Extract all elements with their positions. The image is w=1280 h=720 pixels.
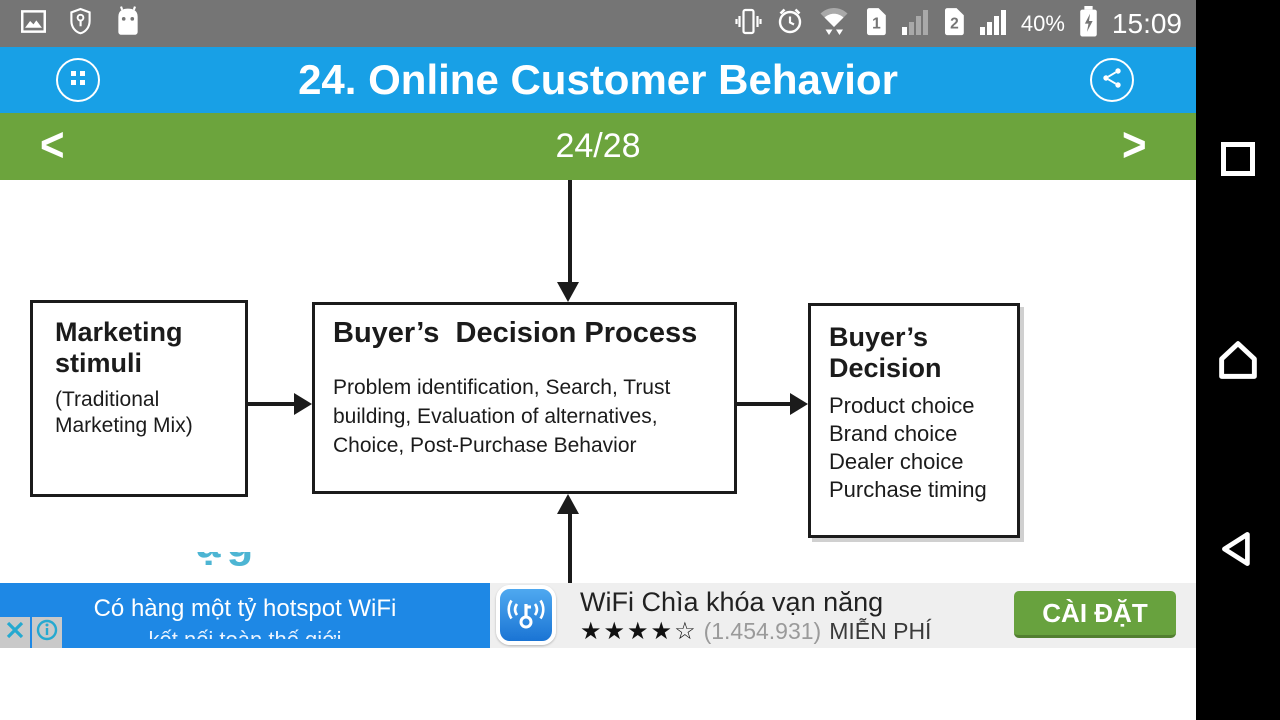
box-title: Buyer’s Decision Process (333, 317, 698, 349)
sim1-number: 1 (872, 15, 881, 32)
arrow-top-head (557, 282, 579, 302)
home-icon (1214, 336, 1262, 389)
decision-item: Brand choice (829, 421, 958, 447)
box-title: Buyer’s Decision (829, 322, 942, 384)
arrow-left-line (247, 402, 299, 406)
rating-stars-filled: ★★★★ (580, 618, 675, 645)
battery-charging-icon (1079, 5, 1098, 42)
signal2-strong-icon (979, 8, 1007, 40)
covered-text-fragment: ạg (196, 552, 266, 583)
decision-item: Purchase timing (829, 476, 987, 502)
price-label: MIỄN PHÍ (829, 618, 932, 644)
install-button[interactable]: CÀI ĐẶT (1014, 591, 1176, 638)
decision-items-list: Product choice Brand choice Dealer choic… (829, 392, 1017, 504)
diagram-box-marketing-stimuli: Marketing stimuli (Traditional Marketing… (30, 300, 248, 497)
share-icon (1100, 66, 1124, 95)
gallery-notification-icon (20, 8, 47, 40)
arrow-left-head (294, 393, 312, 415)
slide-content: Marketing stimuli (Traditional Marketing… (0, 180, 1196, 583)
ad-rating-row: ★★★★☆ (1.454.931) MIỄN PHÍ (580, 617, 931, 646)
grid-menu-icon (69, 69, 87, 92)
prev-slide-button[interactable]: < (40, 117, 65, 172)
signal1-weak-icon (901, 8, 929, 40)
box-body: Problem identification, Search, Trust bu… (333, 376, 671, 458)
arrow-top-line (568, 180, 572, 284)
wifi-key-icon (507, 599, 545, 629)
home-button[interactable] (1196, 336, 1280, 389)
ad-headline-line2-clipped: kết nối toàn thế giới (0, 627, 490, 639)
arrow-bottom-head (557, 494, 579, 514)
diagram-box-buyers-decision: Buyer’s Decision Product choice Brand ch… (808, 303, 1020, 538)
info-icon (36, 619, 58, 646)
title-bar: 24. Online Customer Behavior (0, 47, 1196, 113)
ad-app-name[interactable]: WiFi Chìa khóa vạn năng (580, 587, 884, 617)
diagram-box-decision-process: Buyer’s Decision Process Problem identif… (312, 302, 737, 494)
arrow-right-line (737, 402, 792, 406)
arrow-right-head (790, 393, 808, 415)
android-navigation-bar (1196, 0, 1280, 720)
box-subtitle: (Traditional Marketing Mix) (55, 388, 193, 438)
close-icon (5, 620, 25, 645)
ad-banner: Có hàng một tỷ hotspot WiFi kết nối toàn… (0, 583, 1196, 648)
arrow-bottom-line (568, 512, 572, 583)
box-title: Marketing stimuli (55, 317, 191, 379)
bottom-whitespace (0, 648, 1196, 720)
decision-item: Dealer choice (829, 448, 964, 474)
rating-star-empty: ☆ (674, 618, 696, 645)
status-bar: 1 2 40% 15:09 (0, 0, 1196, 47)
battery-percent: 40% (1020, 10, 1065, 36)
alarm-icon (776, 7, 804, 40)
ad-info-button[interactable] (32, 617, 62, 648)
next-slide-button[interactable]: > (1122, 117, 1147, 172)
sim2-icon: 2 (943, 6, 966, 42)
menu-button[interactable] (56, 58, 100, 102)
wifi-master-key-app-icon[interactable] (496, 585, 556, 645)
sim1-icon: 1 (865, 6, 888, 42)
ad-app-panel: WiFi Chìa khóa vạn năng ★★★★☆ (1.454.931… (490, 583, 1196, 648)
vibrate-icon (735, 7, 762, 41)
recents-button[interactable] (1196, 142, 1280, 176)
decision-item: Product choice (829, 393, 975, 419)
ad-close-button[interactable] (0, 617, 30, 648)
sim2-number: 2 (950, 15, 959, 32)
slide-position: 24/28 (555, 127, 641, 165)
clock-time: 15:09 (1111, 7, 1182, 39)
page-title: 24. Online Customer Behavior (298, 56, 898, 103)
ad-banner-blue-panel[interactable]: Có hàng một tỷ hotspot WiFi kết nối toàn… (0, 583, 490, 648)
android-marshmallow-icon (114, 6, 142, 41)
share-button[interactable] (1090, 58, 1134, 102)
back-button[interactable] (1196, 526, 1280, 577)
recents-square-icon (1221, 142, 1255, 176)
ad-headline: Có hàng một tỷ hotspot WiFi (93, 595, 397, 622)
privacy-guard-icon (69, 7, 92, 40)
rating-count: (1.454.931) (703, 618, 822, 644)
back-icon (1215, 526, 1261, 577)
wifi-status-icon (818, 7, 851, 41)
pager-bar: < 24/28 > (0, 113, 1196, 180)
